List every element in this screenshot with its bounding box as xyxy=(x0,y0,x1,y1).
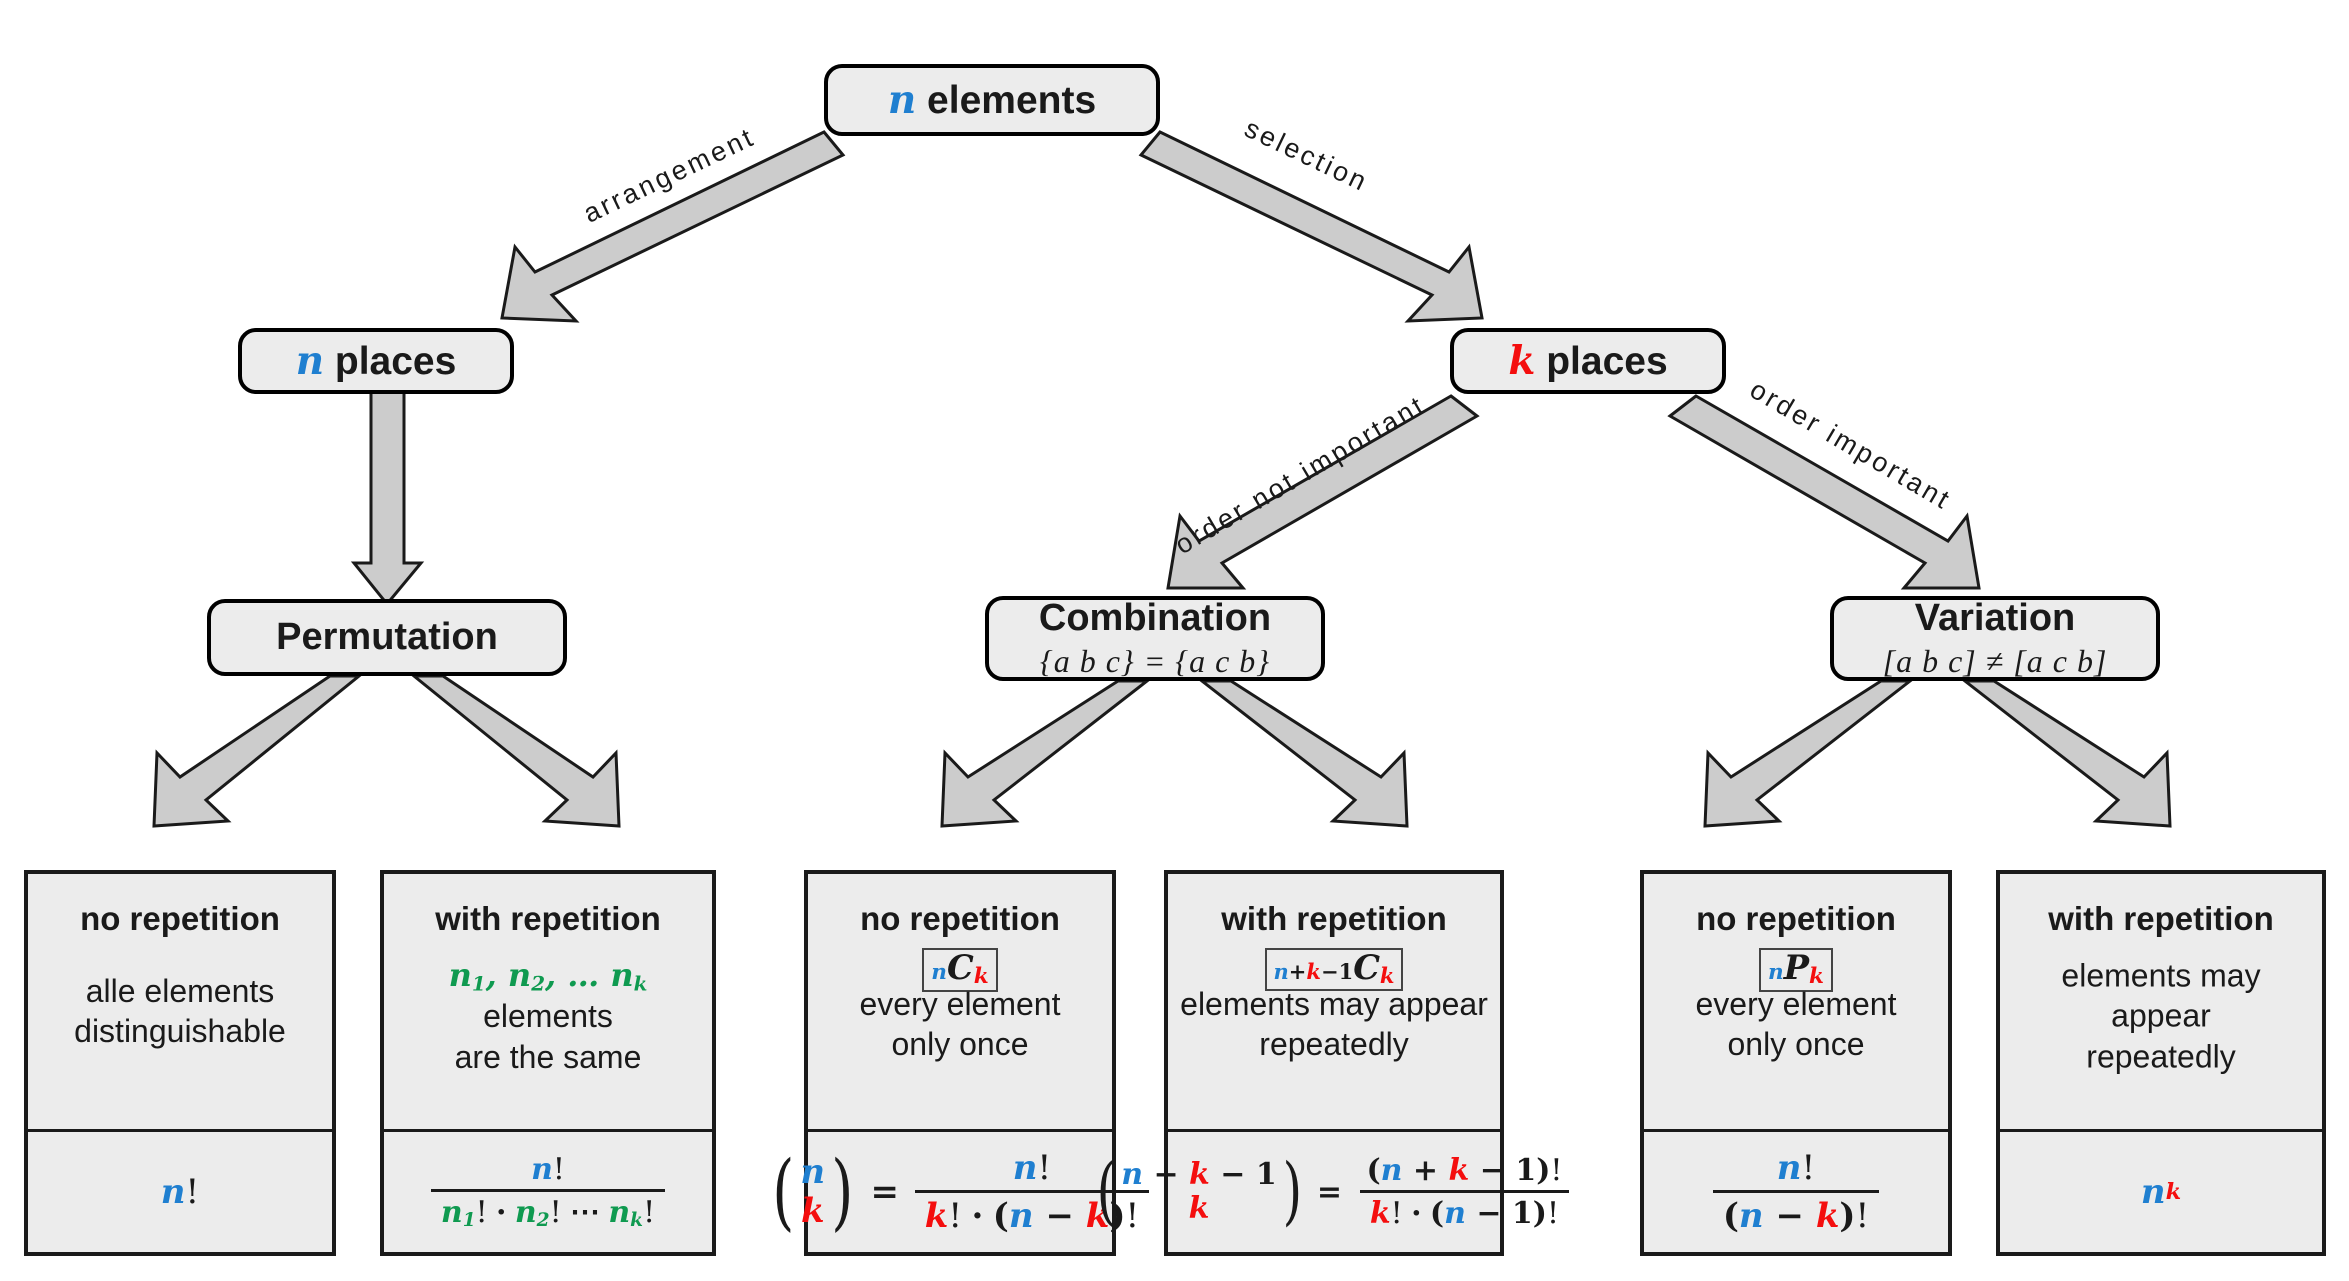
leaf-heading: no repetition xyxy=(80,900,280,937)
arrow-combination-to-leaf3 xyxy=(940,679,1152,828)
symbol-n: n xyxy=(295,338,325,384)
node-n-elements[interactable]: n elements xyxy=(824,64,1160,136)
leaf-formula-cell: n! n1! · n2! ⋯ nk! xyxy=(384,1132,712,1252)
leaf-heading: with repetition xyxy=(435,900,661,937)
formula-n-factorial: n! xyxy=(160,1172,200,1212)
node-n-places-text: places xyxy=(334,340,457,383)
leaf-heading: no repetition xyxy=(860,900,1060,937)
node-permutation-label: Permutation xyxy=(276,616,498,658)
leaf-formula-cell: n! (n − k)! xyxy=(1644,1132,1948,1252)
formula-multiset-permutation: n! n1! · n2! ⋯ nk! xyxy=(427,1152,669,1232)
symbol-n: n xyxy=(887,77,917,123)
node-combination[interactable]: Combination {a b c} = {a c b} xyxy=(985,596,1325,681)
leaf-heading: with repetition xyxy=(2048,900,2274,937)
symbol-k: k xyxy=(1508,338,1536,384)
arrow-permutation-to-leaf1 xyxy=(152,674,364,828)
node-n-elements-label: n elements xyxy=(888,77,1096,123)
arrow-nplaces-to-permutation xyxy=(350,386,425,607)
node-n-places[interactable]: n places xyxy=(238,328,514,394)
n-subscript-list: n1, n2, … nk xyxy=(448,955,648,995)
leaf-heading: no repetition xyxy=(1696,900,1896,937)
arrow-variation-to-leaf6 xyxy=(1960,679,2172,828)
node-variation-sub: [a b c] ≠ [a c b] xyxy=(1882,643,2108,679)
node-variation[interactable]: Variation [a b c] ≠ [a c b] xyxy=(1830,596,2160,681)
arrow-combination-to-leaf4 xyxy=(1197,679,1409,828)
leaf-formula-cell: n! xyxy=(28,1132,332,1252)
node-permutation[interactable]: Permutation xyxy=(207,599,567,676)
symbol-nCk: nCk xyxy=(922,948,998,993)
arrow-kplaces-to-combination xyxy=(1166,394,1480,590)
leaf-top-cell: with repetition n+k−1Ck elements may app… xyxy=(1168,874,1500,1132)
node-k-places-label: k places xyxy=(1508,338,1667,384)
symbol-n-plus-k-minus-1-C-k: n+k−1Ck xyxy=(1264,948,1404,991)
leaf-combination-with-repetition[interactable]: with repetition n+k−1Ck elements may app… xyxy=(1096,870,1570,1256)
arrow-kplaces-to-variation xyxy=(1667,394,1981,590)
arrow-variation-to-leaf5 xyxy=(1703,679,1915,828)
node-variation-label: Variation xyxy=(1914,597,2076,639)
formula-multiset-combination: ( n + k − 1 k ) = (n + k − 1)! k! · (n −… xyxy=(1092,1153,1577,1231)
node-combination-label: Combination xyxy=(1038,597,1272,639)
formula-falling-factorial: n! (n − k)! xyxy=(1709,1148,1883,1236)
node-k-places[interactable]: k places xyxy=(1450,328,1726,394)
symbol-nPk: nPk xyxy=(1759,948,1833,993)
node-k-places-text: places xyxy=(1546,340,1668,383)
node-n-places-label: n places xyxy=(296,338,457,384)
node-n-elements-text: elements xyxy=(927,79,1097,122)
arrow-root-to-kplaces xyxy=(1138,130,1484,323)
leaf-heading: with repetition xyxy=(1221,900,1447,937)
arrow-permutation-to-leaf2 xyxy=(409,674,621,828)
node-combination-sub: {a b c} = {a c b} xyxy=(1039,643,1271,679)
arrow-root-to-nplaces xyxy=(500,130,846,323)
leaf-formula-cell: ( n + k − 1 k ) = (n + k − 1)! k! · (n −… xyxy=(1096,1132,1570,1252)
